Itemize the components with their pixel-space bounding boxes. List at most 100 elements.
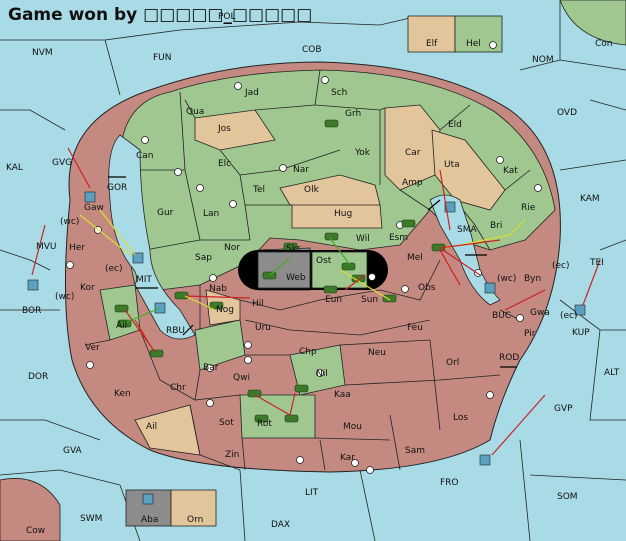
label-jad: Jad — [244, 88, 259, 98]
label-nil: Nil — [316, 369, 328, 379]
label-wc3: (wc) — [55, 292, 74, 302]
label-bri: Bri — [490, 221, 502, 231]
label-ec2: (ec) — [105, 264, 123, 274]
label-ovd: OVD — [557, 108, 577, 118]
label-gva: GVA — [63, 446, 83, 456]
label-fun: FUN — [153, 53, 172, 63]
province-borders — [84, 69, 531, 471]
units — [114, 119, 446, 423]
label-wc1: (wc) — [60, 217, 79, 227]
label-mit: MIT — [136, 275, 152, 285]
label-nor: Nor — [224, 243, 240, 253]
label-ec3: (ec) — [560, 311, 578, 321]
label-esm: Esm — [389, 233, 408, 243]
label-ec1: (ec) — [552, 261, 570, 271]
label-sun: Sun — [361, 295, 378, 305]
label-uru: Uru — [255, 323, 271, 333]
label-con: Con — [595, 39, 613, 49]
label-hel: Hel — [466, 39, 481, 49]
label-gwa: Gwa — [530, 308, 550, 318]
label-wil: Wil — [356, 234, 370, 244]
label-elc: Elc — [218, 159, 231, 169]
label-olk: Olk — [304, 185, 320, 195]
label-gvg: GVG — [52, 158, 72, 168]
label-feu: Feu — [407, 323, 423, 333]
label-bar: Bar — [203, 363, 219, 373]
fleets — [27, 191, 586, 505]
label-uta: Uta — [444, 160, 460, 170]
label-ail2: Ail — [146, 422, 157, 432]
label-qua: Qua — [186, 107, 204, 117]
label-elf: Elf — [426, 39, 438, 49]
label-orn: Orn — [187, 515, 203, 525]
rot-province — [239, 394, 316, 439]
label-zin: Zin — [225, 450, 239, 460]
label-nom: NOM — [532, 55, 554, 65]
label-tel: Tel — [252, 185, 265, 195]
label-kup: KUP — [572, 328, 590, 338]
label-chr: Chr — [170, 383, 186, 393]
label-sch: Sch — [331, 88, 347, 98]
label-cow: Cow — [26, 526, 45, 536]
label-sot: Sot — [219, 418, 234, 428]
label-jos: Jos — [217, 124, 231, 134]
label-nab: Nab — [209, 284, 227, 294]
label-pir: Pir — [524, 329, 536, 339]
label-gur: Gur — [157, 208, 174, 218]
orn-box — [170, 489, 217, 527]
jos-province — [194, 109, 276, 151]
label-skr: Skr — [286, 244, 301, 254]
label-kat: Kat — [503, 166, 518, 176]
label-hil: Hil — [252, 299, 264, 309]
label-rie: Rie — [521, 203, 536, 213]
label-ail: Ail — [116, 321, 127, 331]
label-fro: FRO — [440, 478, 459, 488]
label-sam: Sam — [405, 446, 425, 456]
label-chp: Chp — [299, 347, 317, 357]
label-pol: POL — [218, 12, 236, 22]
hug-province — [291, 204, 383, 229]
label-orl: Orl — [446, 358, 459, 368]
label-eun: Eun — [325, 295, 342, 305]
label-gaw: Gaw — [84, 203, 104, 213]
label-ver: Ver — [85, 343, 100, 353]
label-rot: Rot — [257, 419, 272, 429]
province-labels: POL Elf Hel Con NVM FUN COB NOM Jad Sch … — [6, 12, 620, 536]
label-som: SOM — [557, 492, 578, 502]
label-yok: Yok — [354, 148, 371, 158]
elf-box — [407, 15, 456, 53]
inner-sea-west — [108, 134, 196, 340]
label-kaa: Kaa — [334, 390, 351, 400]
label-buc: BUC — [492, 311, 511, 321]
label-wc2: (wc) — [497, 274, 516, 284]
label-rbu: RBU — [166, 326, 185, 336]
label-kor: Kor — [80, 283, 95, 293]
label-rod: ROD — [499, 353, 519, 363]
map-title: Game won by □□□□□_□□□□□ — [8, 5, 312, 25]
uta-province — [431, 129, 506, 211]
label-obs: Obs — [418, 283, 436, 293]
convoy-arrows — [108, 176, 517, 368]
label-ost: Ost — [316, 256, 332, 266]
label-tei: TEI — [589, 258, 604, 268]
label-lit: LIT — [305, 488, 319, 498]
label-mvu: MVU — [36, 242, 57, 252]
label-cob: COB — [302, 45, 322, 55]
label-nog: Nog — [216, 305, 234, 315]
label-kar: Kar — [340, 453, 355, 463]
label-car: Car — [405, 148, 421, 158]
label-mel: Mel — [407, 253, 423, 263]
label-amp: Amp — [402, 178, 423, 188]
label-swm: SWM — [80, 514, 102, 524]
label-bor: BOR — [22, 306, 41, 316]
supply-centers — [66, 41, 542, 474]
label-aba: Aba — [141, 515, 158, 525]
label-grh: Grh — [345, 109, 361, 119]
label-gor: GOR — [107, 183, 127, 193]
web-box — [257, 251, 311, 289]
label-hug: Hug — [334, 209, 352, 219]
order-arrows — [31, 147, 601, 456]
label-kam: KAM — [580, 194, 600, 204]
